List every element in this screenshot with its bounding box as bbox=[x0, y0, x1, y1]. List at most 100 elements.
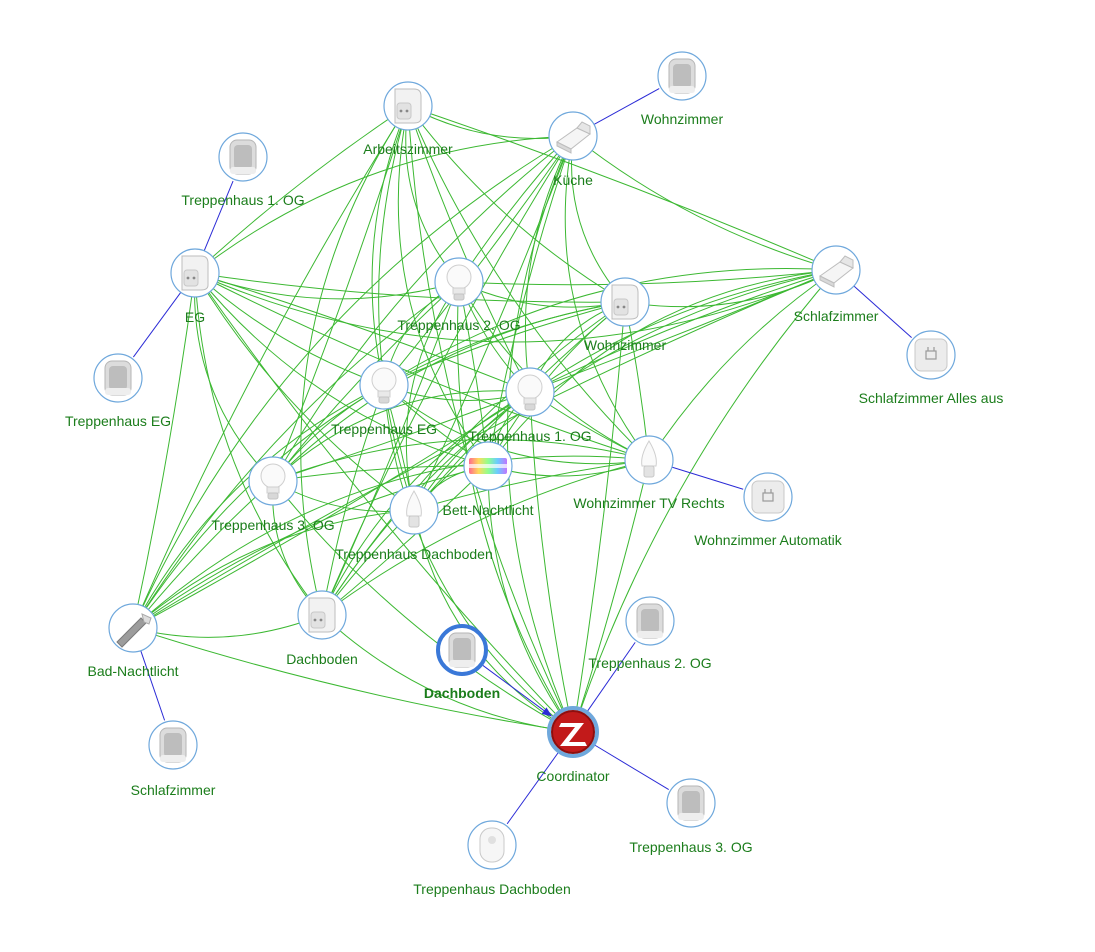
router-link bbox=[132, 384, 385, 629]
device-node[interactable]: Bett-Nachtlicht bbox=[442, 441, 534, 518]
node-label: Treppenhaus 1. OG bbox=[468, 428, 591, 444]
end-device-links bbox=[132, 88, 912, 825]
router-link bbox=[572, 459, 650, 733]
node-label: Treppenhaus 3. OG bbox=[629, 839, 752, 855]
light-bar-icon bbox=[116, 613, 152, 648]
router-link bbox=[570, 135, 626, 303]
router-link bbox=[132, 509, 415, 629]
wall-socket-icon bbox=[181, 255, 209, 291]
router-link bbox=[194, 272, 274, 482]
end-device-link bbox=[593, 743, 669, 791]
node-label: Coordinator bbox=[536, 768, 609, 784]
router-link bbox=[194, 272, 626, 303]
end-device-link bbox=[506, 751, 560, 825]
router-link bbox=[272, 269, 837, 482]
device-node[interactable]: Treppenhaus 3. OG bbox=[211, 456, 335, 533]
router-link bbox=[529, 269, 837, 393]
router-link bbox=[194, 135, 574, 274]
device-node[interactable]: Treppenhaus Dachboden bbox=[413, 820, 571, 897]
router-link bbox=[487, 135, 574, 467]
device-node[interactable]: Wohnzimmer TV Rechts bbox=[573, 435, 725, 511]
router-link bbox=[300, 105, 409, 616]
router-link bbox=[529, 391, 574, 733]
node-label: Dachboden bbox=[286, 651, 358, 667]
device-node[interactable]: Schlafzimmer bbox=[131, 720, 216, 798]
router-link bbox=[194, 272, 531, 393]
wall-socket-icon bbox=[611, 284, 639, 320]
router-link bbox=[272, 465, 489, 482]
router-link bbox=[405, 105, 460, 283]
device-node[interactable]: Treppenhaus Dachboden bbox=[335, 485, 493, 562]
device-node[interactable]: Schlafzimmer bbox=[794, 245, 879, 324]
device-node[interactable]: Schlafzimmer Alles aus bbox=[859, 330, 1004, 406]
router-link bbox=[321, 459, 650, 616]
node-label: Treppenhaus Dachboden bbox=[413, 881, 571, 897]
device-node[interactable]: Treppenhaus 3. OG bbox=[629, 778, 753, 855]
router-link bbox=[458, 269, 837, 286]
device-node[interactable]: Dachboden bbox=[286, 590, 358, 667]
node-label: Treppenhaus 2. OG bbox=[588, 655, 711, 671]
device-node[interactable]: EG bbox=[170, 248, 220, 325]
router-link bbox=[132, 465, 489, 629]
router-link bbox=[405, 281, 460, 511]
device-node[interactable]: Treppenhaus EG bbox=[331, 360, 437, 437]
device-node[interactable]: Treppenhaus 2. OG bbox=[588, 596, 712, 671]
router-link bbox=[506, 135, 574, 733]
node-label: Treppenhaus EG bbox=[65, 413, 171, 429]
node-label: Wohnzimmer bbox=[584, 337, 667, 353]
plug-icon bbox=[819, 255, 854, 288]
plug-icon bbox=[556, 121, 591, 154]
device-node[interactable]: Treppenhaus 2. OG bbox=[397, 257, 521, 333]
device-node[interactable]: Treppenhaus EG bbox=[65, 353, 171, 429]
router-link bbox=[194, 272, 650, 461]
device-node[interactable]: Arbeitszimmer bbox=[363, 81, 453, 157]
router-link bbox=[194, 272, 489, 467]
router-link bbox=[487, 465, 574, 733]
end-device-link bbox=[586, 642, 636, 713]
node-label: Treppenhaus 1. OG bbox=[181, 192, 304, 208]
bulb-icon bbox=[446, 264, 472, 301]
bulb-icon bbox=[371, 367, 397, 404]
node-label: Treppenhaus 3. OG bbox=[211, 517, 334, 533]
device-node[interactable]: Wohnzimmer Automatik bbox=[694, 472, 843, 548]
router-link bbox=[132, 281, 460, 629]
device-node[interactable]: Bad-Nachtlicht bbox=[87, 603, 179, 679]
router-link bbox=[132, 105, 409, 629]
button-icon bbox=[479, 827, 505, 863]
node-label: Treppenhaus EG bbox=[331, 421, 437, 437]
device-node[interactable]: Coordinator bbox=[536, 706, 610, 784]
node-label: Arbeitszimmer bbox=[363, 141, 453, 157]
zigbee-coordinator-icon bbox=[551, 710, 595, 754]
end-device-link bbox=[853, 285, 912, 339]
device-nodes: WohnzimmerKücheArbeitszimmerTreppenhaus … bbox=[65, 51, 1004, 897]
device-node[interactable]: Wohnzimmer bbox=[641, 51, 724, 127]
router-link bbox=[132, 480, 274, 629]
device-node[interactable]: Dachboden bbox=[424, 624, 500, 701]
device-node[interactable]: Küche bbox=[548, 111, 598, 188]
device-node[interactable]: Treppenhaus 1. OG bbox=[468, 367, 592, 444]
motion-sensor-icon bbox=[229, 139, 257, 175]
router-link bbox=[132, 135, 574, 629]
router-link bbox=[272, 480, 574, 733]
router-link bbox=[272, 439, 650, 482]
node-label: Schlafzimmer Alles aus bbox=[859, 390, 1004, 406]
end-device-link bbox=[140, 650, 166, 721]
router-links bbox=[132, 105, 837, 733]
device-node[interactable]: Wohnzimmer bbox=[584, 277, 667, 353]
router-link bbox=[413, 459, 650, 511]
router-link bbox=[383, 384, 650, 465]
router-link bbox=[407, 105, 837, 271]
router-link bbox=[407, 105, 574, 139]
router-link bbox=[648, 269, 837, 461]
device-node[interactable]: Treppenhaus 1. OG bbox=[181, 132, 305, 208]
motion-sensor-icon bbox=[677, 785, 705, 821]
end-device-link bbox=[593, 88, 660, 125]
wall-socket-icon bbox=[394, 88, 422, 124]
bulb-icon bbox=[260, 463, 286, 500]
router-link bbox=[132, 301, 626, 629]
router-link bbox=[397, 105, 489, 467]
router-link bbox=[132, 455, 650, 629]
router-link bbox=[456, 281, 574, 733]
router-link bbox=[383, 301, 626, 386]
wall-switch-icon bbox=[751, 480, 785, 514]
